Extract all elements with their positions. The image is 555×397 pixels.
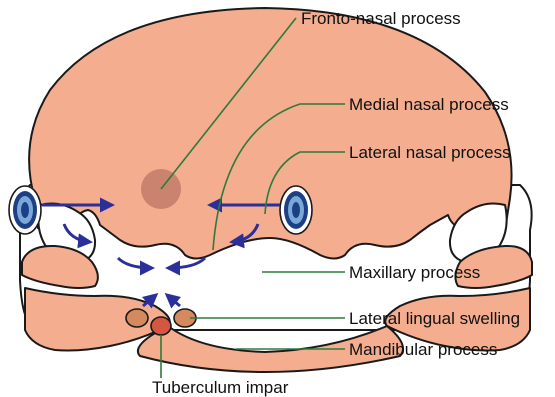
eye-left-icon (9, 186, 41, 234)
label-lateral-nasal: Lateral nasal process (349, 143, 511, 162)
fronto-nasal-process-shape (29, 8, 511, 259)
lateral-lingual-swelling-left (126, 309, 148, 327)
label-mandibular: Mandibular process (349, 340, 497, 359)
eye-right-icon (280, 186, 312, 234)
label-lateral-lingual: Lateral lingual swelling (349, 309, 520, 328)
tuberculum-impar-shape (151, 317, 171, 335)
label-maxillary: Maxillary process (349, 263, 480, 282)
label-tuberculum: Tuberculum impar (152, 378, 289, 397)
label-medial-nasal: Medial nasal process (349, 95, 509, 114)
label-fronto-nasal: Fronto-nasal process (301, 9, 461, 28)
